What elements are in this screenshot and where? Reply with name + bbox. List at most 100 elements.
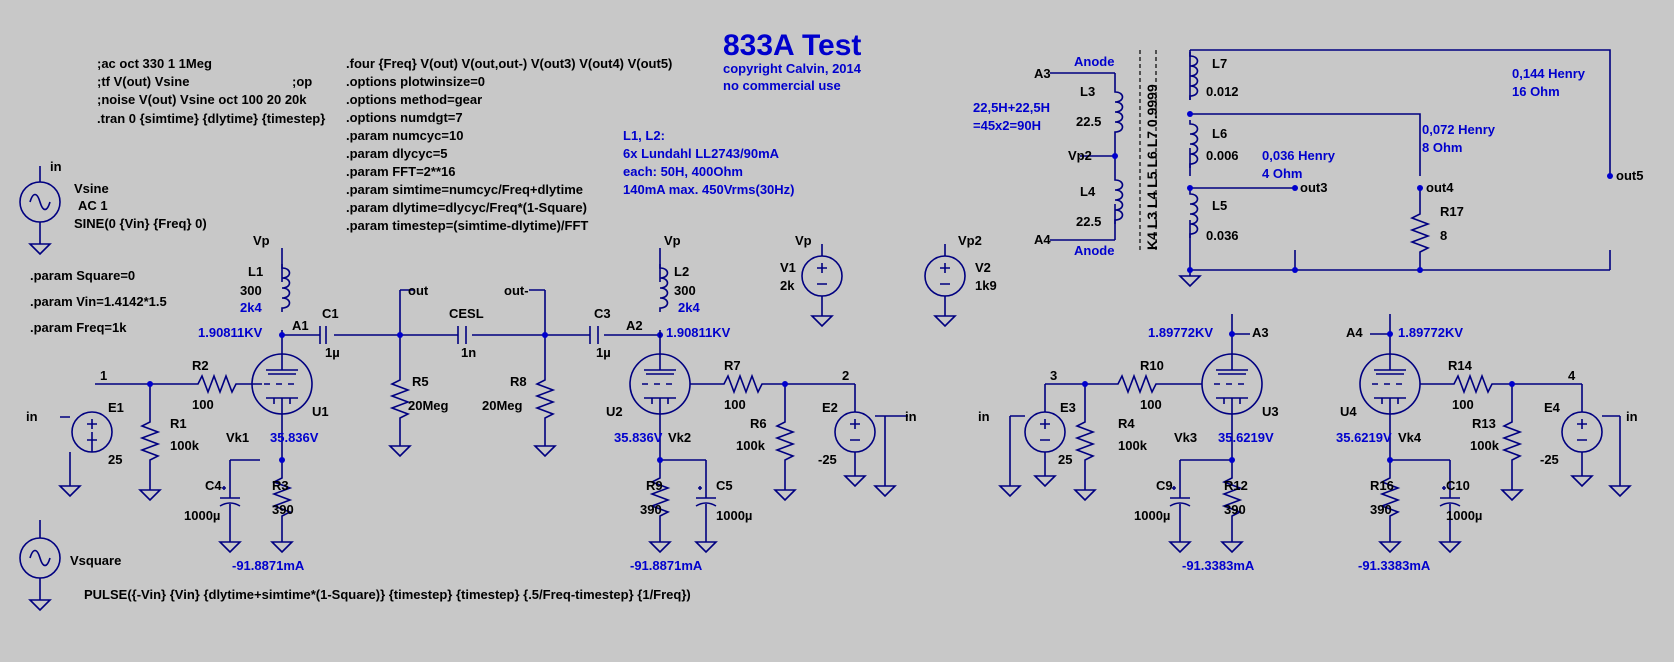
label-in: in — [1626, 409, 1638, 424]
vk2-measure: 35.836V — [614, 430, 663, 445]
e1-label: E1 — [108, 400, 124, 415]
vsquare-name: Vsquare — [70, 553, 121, 568]
vsine-source[interactable]: in Vsine AC 1 SINE(0 {Vin} {Freq} 0) — [19, 159, 207, 255]
l7-label: L7 — [1212, 56, 1227, 71]
c10-label: C10 — [1446, 478, 1470, 493]
inductor-note: L1, L2: — [623, 128, 665, 143]
v2-node: Vp2 — [958, 233, 982, 248]
vp-label: Vp — [253, 233, 270, 248]
supply-v2[interactable] — [924, 244, 966, 327]
r9-label: R9 — [646, 478, 663, 493]
directive-line: .options method=gear — [346, 92, 482, 107]
c4-label: C4 — [205, 478, 222, 493]
vk3-label: Vk3 — [1174, 430, 1197, 445]
stage-u4 — [1359, 314, 1631, 553]
c5-label: C5 — [716, 478, 733, 493]
directive-line: .param dlycyc=5 — [346, 146, 448, 161]
u1-label: U1 — [312, 404, 329, 419]
c1-label: C1 — [322, 306, 339, 321]
r8-label: R8 — [510, 374, 527, 389]
a2-measure: 1.90811KV — [666, 325, 731, 340]
directive-line: .param numcyc=10 — [346, 128, 463, 143]
node-1: 1 — [100, 368, 107, 383]
ohm-note-1: 16 Ohm — [1512, 84, 1560, 99]
c4-value: 1000µ — [184, 508, 220, 523]
vsquare-fn: PULSE({-Vin} {Vin} {dlytime+simtime*(1-S… — [84, 587, 691, 602]
vsquare-source[interactable]: Vsquare PULSE({-Vin} {Vin} {dlytime+simt… — [19, 520, 691, 611]
i1-measure: -91.8871mA — [232, 558, 305, 573]
c9-label: C9 — [1156, 478, 1173, 493]
node-4: 4 — [1568, 368, 1576, 383]
directive-tf: ;tf V(out) Vsine — [97, 74, 189, 89]
directive-noise: ;noise V(out) Vsine oct 100 20 20k — [97, 92, 307, 107]
e4-label: E4 — [1544, 400, 1561, 415]
inductor-note: 6x Lundahl LL2743/90mA — [623, 146, 780, 161]
r3-value: 390 — [272, 502, 294, 517]
coupling-statement: K4 L3 L4 L5 L6 L7 0.9999 — [1144, 84, 1160, 250]
e2-value: -25 — [818, 452, 837, 467]
vk4-label: Vk4 — [1398, 430, 1422, 445]
r17-value: 8 — [1440, 228, 1447, 243]
l2-resistance: 2k4 — [678, 300, 700, 315]
a3-label: A3 — [1252, 325, 1269, 340]
directive-line: .param FFT=2**16 — [346, 164, 455, 179]
a3-label: A3 — [1034, 66, 1051, 81]
i3-measure: -91.3383mA — [1182, 558, 1255, 573]
directive-line: .four {Freq} V(out) V(out,out-) V(out3) … — [346, 56, 672, 71]
inductor-note: 140mA max. 450Vrms(30Hz) — [623, 182, 795, 197]
directive-ac: ;ac oct 330 1 1Meg — [97, 56, 212, 71]
r4-label: R4 — [1118, 416, 1135, 431]
schematic-title: 833A Test — [723, 29, 861, 62]
r3-label: R3 — [272, 478, 289, 493]
vp-label: Vp — [664, 233, 681, 248]
c9-value: 1000µ — [1134, 508, 1170, 523]
directive-line: .param timestep=(simtime-dlytime)/FFT — [346, 218, 588, 233]
l1-value: 300 — [240, 283, 262, 298]
l1-resistance: 2k4 — [240, 300, 262, 315]
anode-label: Anode — [1074, 243, 1114, 258]
label-in: in — [26, 409, 38, 424]
a1-measure: 1.90811KV — [198, 325, 263, 340]
a4-label: A4 — [1034, 232, 1051, 247]
vsine-node-label: in — [50, 159, 62, 174]
i2-measure: -91.8871mA — [630, 558, 703, 573]
l4-value: 22.5 — [1076, 214, 1101, 229]
c10-value: 1000µ — [1446, 508, 1482, 523]
outm-label: out- — [504, 283, 529, 298]
supply-v1[interactable] — [801, 244, 843, 327]
vk1-measure: 35.836V — [270, 430, 319, 445]
inductor-note: each: 50H, 400Ohm — [623, 164, 743, 179]
stage-u3 — [999, 314, 1263, 553]
henry-note-2: 0,072 Henry — [1422, 122, 1496, 137]
vk2-label: Vk2 — [668, 430, 691, 445]
r16-label: R16 — [1370, 478, 1394, 493]
r9-value: 390 — [640, 502, 662, 517]
c3-label: C3 — [594, 306, 611, 321]
r7-label: R7 — [724, 358, 741, 373]
v1-name: V1 — [780, 260, 796, 275]
l3-value: 22.5 — [1076, 114, 1101, 129]
l7-value: 0.012 — [1206, 84, 1239, 99]
henry-note-3: 0,036 Henry — [1262, 148, 1336, 163]
vk4-measure: 35.6219V — [1336, 430, 1392, 445]
label-in: in — [978, 409, 990, 424]
l2-label: L2 — [674, 264, 689, 279]
r7-value: 100 — [724, 397, 746, 412]
a2-label: A2 — [626, 318, 643, 333]
r8-value: 20Meg — [482, 398, 523, 413]
directive-line: .param dlytime=dlycyc/Freq*(1-Square) — [346, 200, 587, 215]
r6-label: R6 — [750, 416, 767, 431]
u4-label: U4 — [1340, 404, 1357, 419]
r12-value: 390 — [1224, 502, 1246, 517]
u3-label: U3 — [1262, 404, 1279, 419]
ohm-note-3: 4 Ohm — [1262, 166, 1302, 181]
l6-value: 0.006 — [1206, 148, 1239, 163]
l5-value: 0.036 — [1206, 228, 1239, 243]
l4-label: L4 — [1080, 184, 1096, 199]
directive-line: .options plotwinsize=0 — [346, 74, 485, 89]
directive-block-mid: .four {Freq} V(out) V(out,out-) V(out3) … — [346, 56, 672, 233]
u2-label: U2 — [606, 404, 623, 419]
v2-name: V2 — [975, 260, 991, 275]
r13-label: R13 — [1472, 416, 1496, 431]
